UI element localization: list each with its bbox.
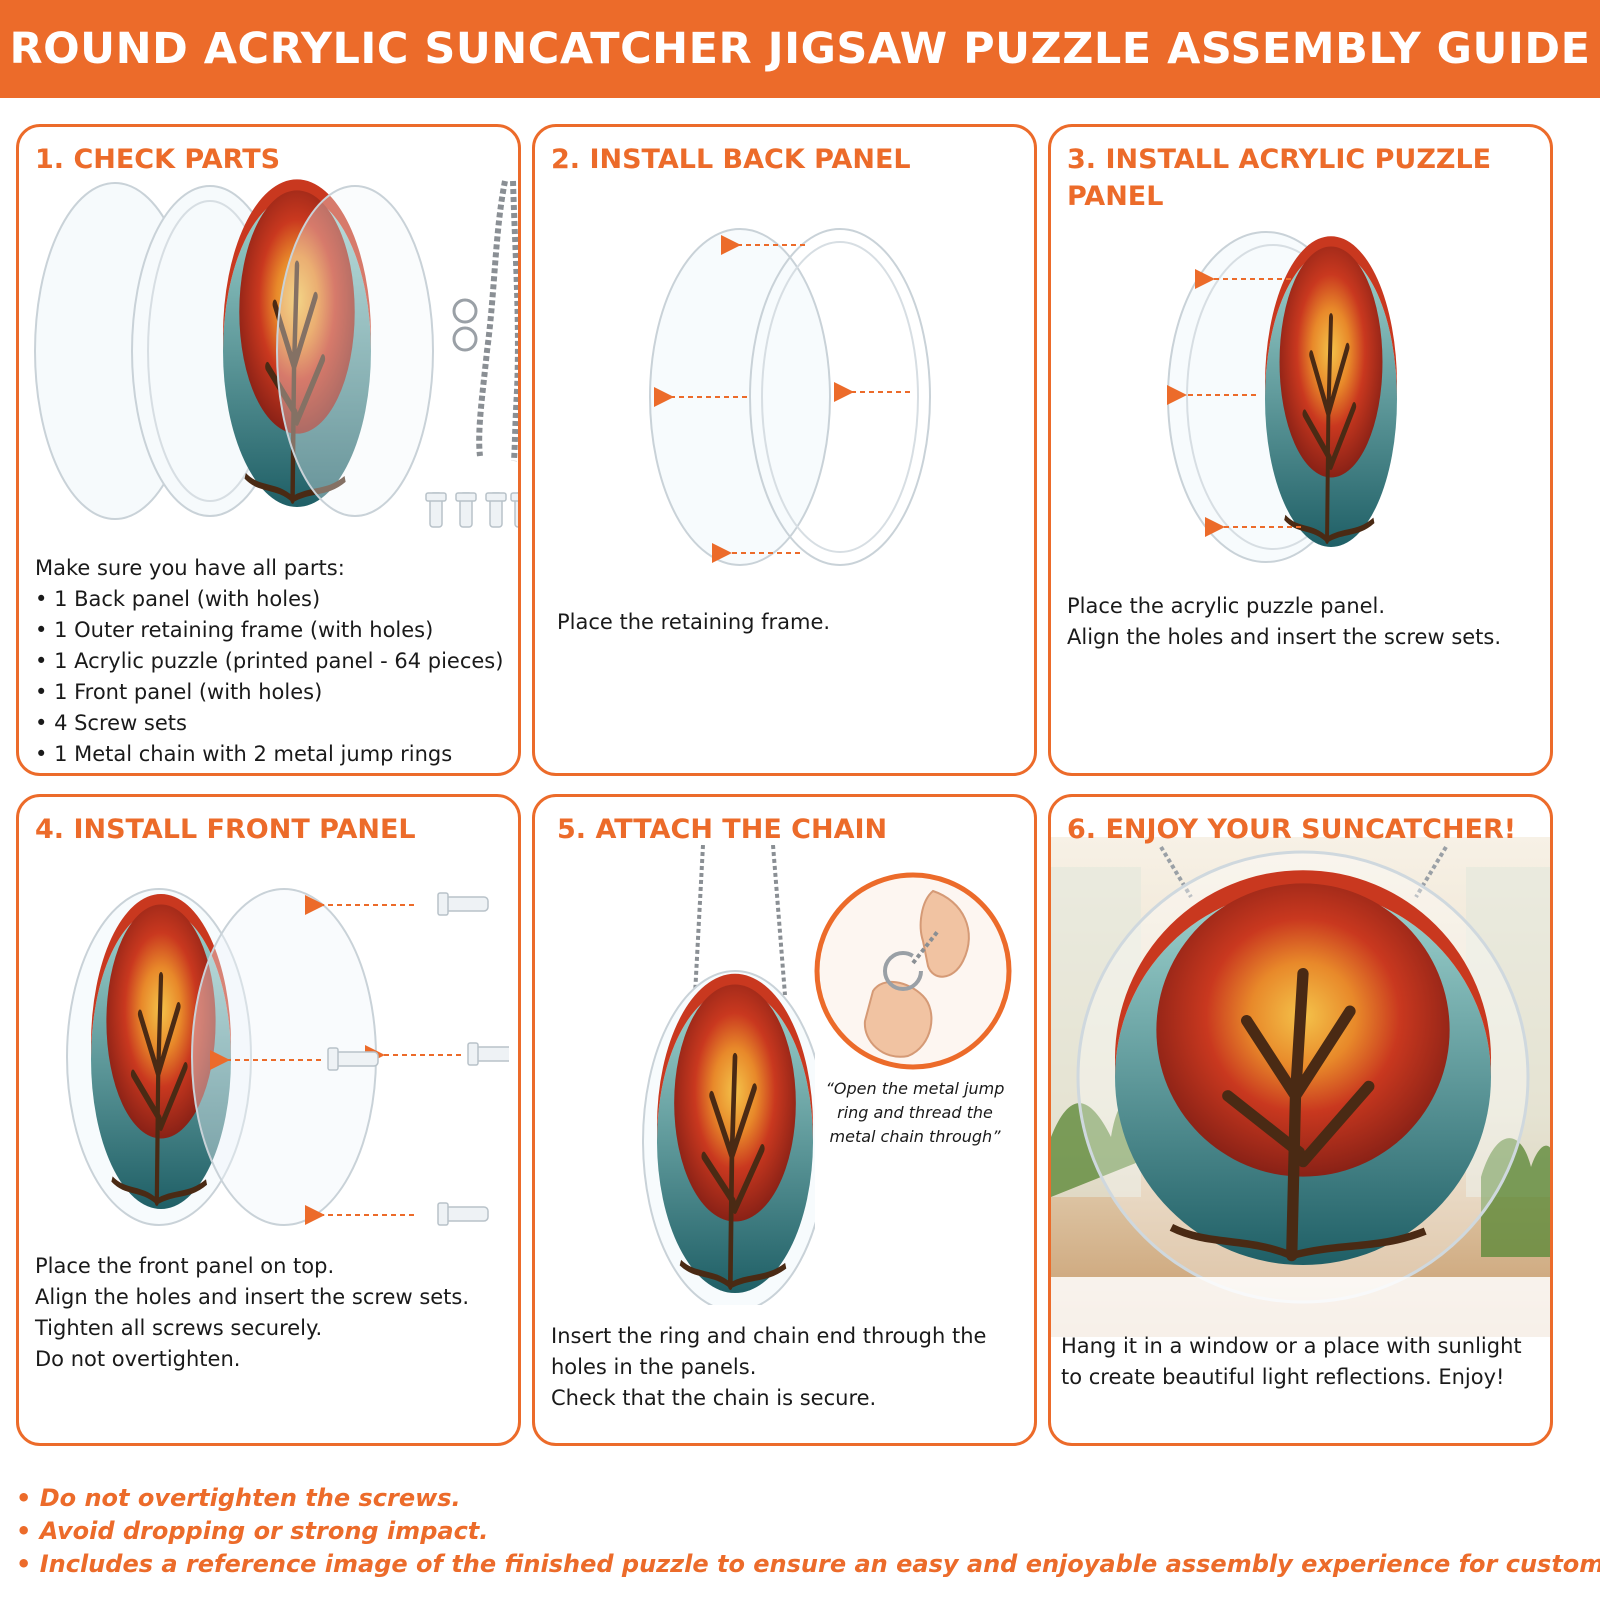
list-item: 1 Outer retaining frame (with holes) [35, 615, 515, 646]
acrylic-panel-icon [761, 241, 919, 553]
step-title: 4. INSTALL FRONT PANEL [35, 814, 416, 845]
step-instructions: Place the front panel on top. Align the … [35, 1251, 515, 1375]
acrylic-panel-icon [276, 185, 434, 517]
step-card-install-back-panel: 2. INSTALL BACK PANEL Place the retainin… [532, 124, 1037, 776]
hand-icon [863, 980, 933, 1058]
instruction-line: Do not overtighten. [35, 1347, 241, 1371]
list-item: 1 Metal chain with 2 metal jump rings [35, 739, 515, 770]
parts-items: 1 Back panel (with holes) 1 Outer retain… [35, 584, 515, 770]
step-title: 2. INSTALL BACK PANEL [551, 144, 911, 175]
chain-icon [911, 929, 940, 965]
jump-ring-callout: “Open the metal jump ring and thread the… [825, 1079, 1005, 1146]
parts-list: Make sure you have all parts: 1 Back pan… [35, 553, 515, 770]
acrylic-panel-icon [649, 228, 831, 566]
acrylic-panel-icon [749, 228, 931, 566]
step-card-attach-the-chain: 5. ATTACH THE CHAIN “Open the metal jump… [532, 794, 1037, 1446]
jump-ring-icon [452, 326, 478, 352]
tree-of-life-art-icon [657, 974, 813, 1293]
instruction-line: Place the retaining frame. [557, 610, 831, 634]
finished-suncatcher-photo [1051, 837, 1550, 1337]
front-panel-illustration [66, 888, 509, 1226]
instruction-line: Hang it in a window or a place with sunl… [1061, 1334, 1522, 1358]
tree-of-life-art-icon [1115, 870, 1491, 1265]
tree-of-life-art-icon [1265, 236, 1397, 547]
jump-ring-icon [883, 951, 923, 991]
chain-icon [1159, 845, 1193, 899]
chain-icon [771, 845, 787, 996]
jump-ring-icon [452, 298, 478, 324]
parts-illustration [34, 171, 518, 528]
step-instructions: Place the acrylic puzzle panel. Align th… [1067, 591, 1547, 653]
step-card-install-acrylic-puzzle-panel: 3. INSTALL ACRYLIC PUZZLE PANEL Place th… [1048, 124, 1553, 776]
chain-icon [476, 180, 508, 457]
instruction-line: Place the front panel on top. [35, 1254, 335, 1278]
list-item: Do not overtighten the screws. [16, 1482, 1586, 1515]
screw-set-icon [425, 492, 518, 528]
instruction-line: holes in the panels. [551, 1355, 757, 1379]
safety-notes: Do not overtighten the screws. Avoid dro… [16, 1482, 1600, 1581]
instruction-line: Check that the chain is secure. [551, 1386, 877, 1410]
parts-intro: Make sure you have all parts: [35, 556, 345, 580]
step-instructions: Hang it in a window or a place with sunl… [1061, 1331, 1550, 1393]
instruction-line: Align the holes and insert the screw set… [35, 1285, 470, 1309]
list-item: 1 Front panel (with holes) [35, 677, 515, 708]
step-card-check-parts: 1. CHECK PARTS Make sure you have all pa… [16, 124, 521, 776]
step-title: 1. CHECK PARTS [35, 144, 281, 175]
chain-icon [1414, 845, 1448, 899]
list-item: 1 Back panel (with holes) [35, 584, 515, 615]
step-title: 5. ATTACH THE CHAIN [557, 814, 888, 845]
instruction-line: Place the acrylic puzzle panel. [1067, 594, 1386, 618]
step-card-enjoy-your-suncatcher: 6. ENJOY YOUR SUNCATCHER! Hang it in a w… [1048, 794, 1553, 1446]
instruction-line: Insert the ring and chain end through th… [551, 1324, 987, 1348]
instruction-line: Align the holes and insert the screw set… [1067, 625, 1502, 649]
step-title: 6. ENJOY YOUR SUNCATCHER! [1067, 814, 1517, 845]
list-item: Avoid dropping or strong impact. [16, 1515, 1586, 1548]
step-instructions: Place the retaining frame. [557, 607, 1017, 638]
list-item: Includes a reference image of the finish… [16, 1548, 1600, 1581]
list-item: 1 Acrylic puzzle (printed panel - 64 pie… [35, 646, 515, 677]
step-card-install-front-panel: 4. INSTALL FRONT PANEL Place the front p… [16, 794, 521, 1446]
instruction-line: Tighten all screws securely. [35, 1316, 323, 1340]
puzzle-panel-illustration [1167, 231, 1451, 563]
list-item: 4 Screw sets [35, 708, 515, 739]
step-instructions: Insert the ring and chain end through th… [551, 1321, 1031, 1414]
step-title: 3. INSTALL ACRYLIC PUZZLE PANEL [1067, 144, 1492, 212]
chain-icon [510, 180, 518, 462]
back-panel-illustration [649, 228, 931, 566]
guide-title: ROUND ACRYLIC SUNCATCHER JIGSAW PUZZLE A… [0, 0, 1600, 98]
chain-icon [693, 845, 705, 996]
instruction-line: to create beautiful light reflections. E… [1061, 1365, 1505, 1389]
chain-illustration [642, 845, 815, 1305]
jump-ring-closeup [814, 872, 1012, 1070]
hand-icon [919, 889, 970, 978]
screw-set-icon [327, 892, 509, 1226]
